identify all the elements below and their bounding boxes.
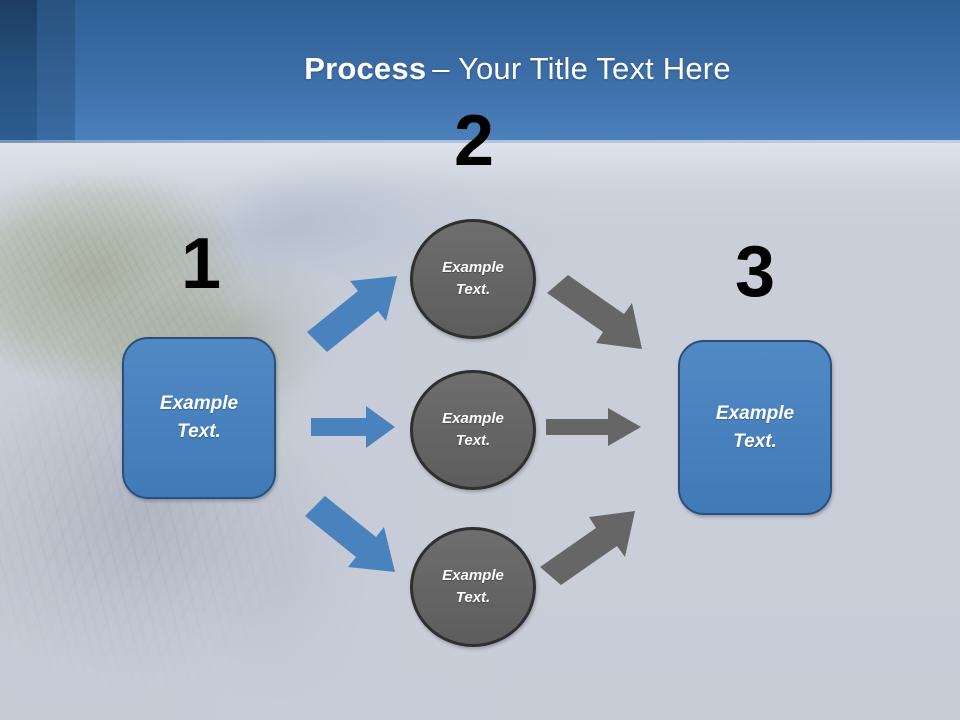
page-title-rest: – Your Title Text Here	[432, 51, 731, 86]
step-number-1: 1	[180, 224, 222, 304]
page-title: Process – Your Title Text Here	[75, 0, 960, 143]
arrow-box1-to-circle3	[305, 496, 395, 572]
process-circle-2-line2: Text.	[455, 432, 491, 449]
process-circle-3[interactable]: Example Text.	[410, 527, 536, 647]
title-bar-accent-dark	[0, 0, 37, 143]
title-bar-accent-mid	[37, 0, 75, 143]
process-box-3-line1: Example	[715, 402, 795, 424]
arrow-circle3-to-box3	[540, 511, 635, 585]
process-box-3[interactable]: Example Text.	[678, 340, 832, 515]
arrow-box1-to-circle2	[311, 406, 395, 448]
process-box-3-line2: Text.	[733, 430, 777, 452]
arrow-box1-to-circle1	[307, 276, 397, 352]
process-box-1-label: Example Text.	[160, 390, 238, 445]
title-bar: Process – Your Title Text Here	[0, 0, 960, 143]
process-circle-2-label: Example Text.	[442, 408, 504, 453]
process-box-1-line1: Example	[159, 393, 239, 415]
photo-top-sheen	[0, 143, 960, 233]
process-circle-2-line1: Example	[442, 409, 504, 427]
process-box-3-label: Example Text.	[716, 400, 794, 455]
page-title-bold: Process	[304, 51, 427, 86]
process-circle-1-line1: Example	[442, 258, 504, 276]
process-box-1[interactable]: Example Text.	[122, 337, 276, 499]
process-box-1-line2: Text.	[177, 421, 221, 442]
step-number-2: 2	[453, 101, 495, 181]
process-circle-1-label: Example Text.	[442, 257, 504, 302]
arrow-circle1-to-box3	[547, 275, 642, 349]
process-circle-1[interactable]: Example Text.	[410, 219, 536, 339]
process-circle-2[interactable]: Example Text.	[410, 370, 536, 490]
arrow-circle2-to-box3	[546, 408, 641, 446]
process-circle-3-line1: Example	[442, 566, 504, 584]
step-number-3: 3	[734, 232, 776, 312]
process-circle-1-line2: Text.	[455, 281, 491, 298]
title-bar-underline	[0, 140, 960, 143]
process-circle-3-label: Example Text.	[442, 565, 504, 610]
process-circle-3-line2: Text.	[455, 589, 491, 606]
